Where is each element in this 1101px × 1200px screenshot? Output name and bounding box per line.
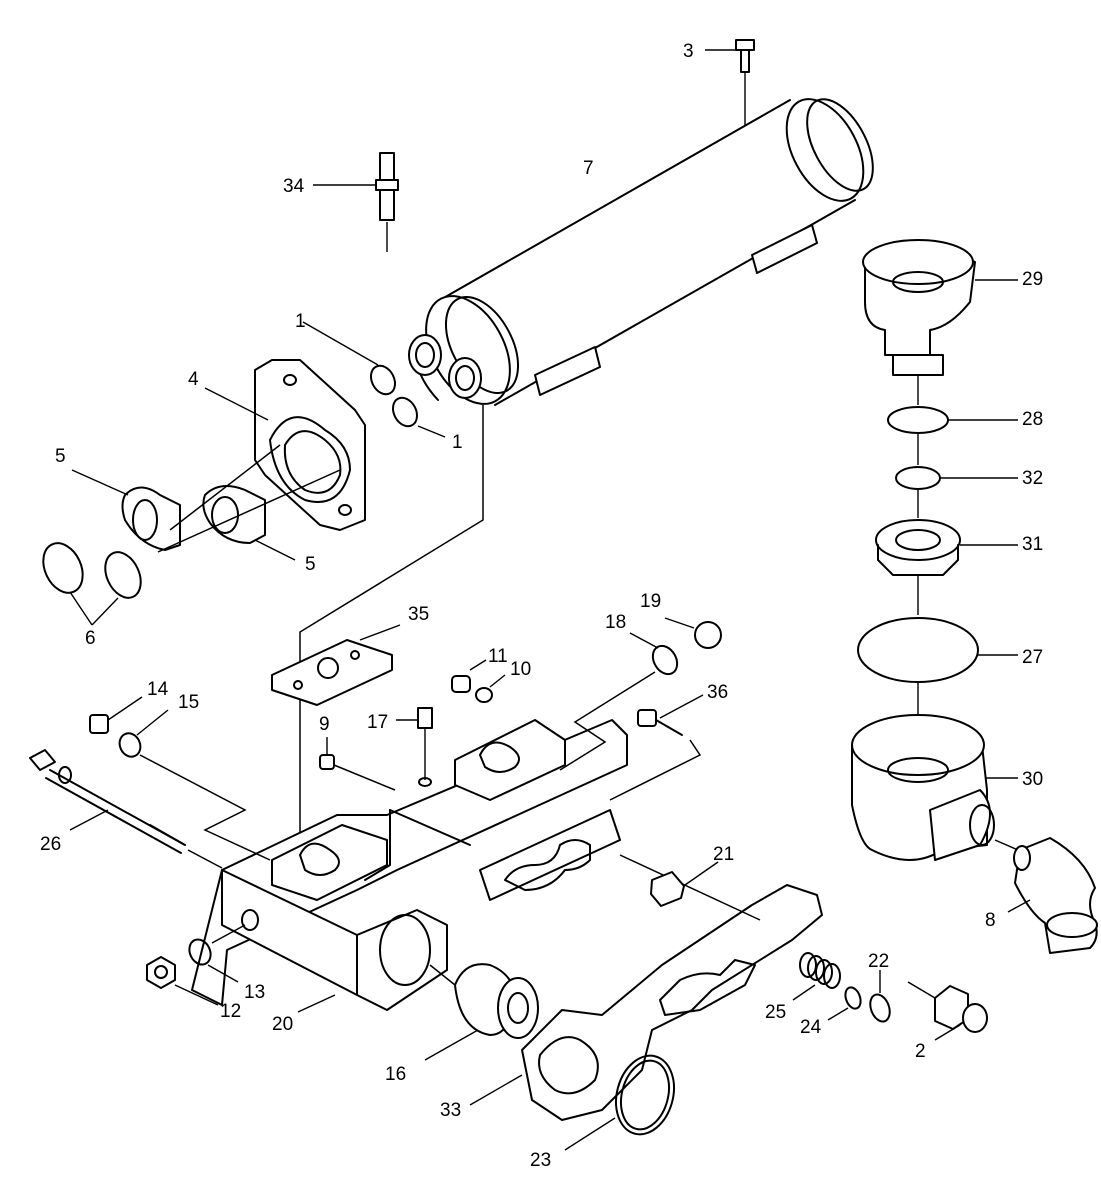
part-34-stud — [375, 152, 399, 221]
part-5-adapter-left — [121, 486, 181, 551]
callout-10: 10 — [510, 659, 531, 680]
callout-22: 22 — [868, 951, 889, 972]
callout-13: 13 — [244, 982, 265, 1003]
part-3-bolt — [735, 39, 755, 73]
part-4-flange — [254, 359, 366, 531]
part-25-spring — [799, 952, 841, 989]
callout-5-right: 5 — [305, 554, 316, 575]
part-31-nut — [875, 519, 961, 576]
callout-34: 34 — [283, 176, 305, 197]
callout-35: 35 — [408, 604, 429, 625]
part-36-bolt — [637, 709, 683, 736]
callout-2: 2 — [915, 1041, 926, 1062]
part-21-valve — [650, 871, 685, 907]
callout-12: 12 — [220, 1001, 241, 1022]
callout-36: 36 — [707, 682, 728, 703]
callout-26: 26 — [40, 834, 61, 855]
callout-8: 8 — [985, 910, 996, 931]
callout-30: 30 — [1022, 769, 1043, 790]
callout-25: 25 — [765, 1002, 786, 1023]
part-26-long-bolt — [29, 749, 186, 854]
callout-19: 19 — [640, 591, 661, 612]
callout-18: 18 — [605, 612, 626, 633]
part-10-washer — [475, 687, 493, 703]
part-5-adapter-right — [202, 485, 266, 544]
part-13-washer — [188, 938, 212, 966]
callout-1-lower: 1 — [452, 432, 463, 453]
part-27-o-ring — [857, 617, 979, 683]
callout-3: 3 — [683, 41, 694, 62]
callout-14: 14 — [147, 679, 169, 700]
callout-4: 4 — [188, 369, 199, 390]
callout-31: 31 — [1022, 534, 1043, 555]
callout-27: 27 — [1022, 647, 1043, 668]
part-22-snap-ring — [869, 993, 891, 1023]
callout-23: 23 — [530, 1150, 551, 1171]
callout-1-upper: 1 — [295, 311, 306, 332]
callout-7: 7 — [583, 158, 594, 179]
part-35-gasket-plate — [271, 639, 393, 706]
part-19-plug — [694, 621, 722, 649]
callout-15: 15 — [178, 692, 199, 713]
part-15-washer — [118, 732, 142, 758]
part-9-plug — [319, 754, 335, 770]
part-33-gasket — [521, 884, 823, 1121]
part-32-o-ring — [895, 466, 941, 490]
part-7-cooler-body — [408, 98, 874, 406]
part-29-cap — [862, 239, 976, 376]
callout-16: 16 — [385, 1064, 406, 1085]
callout-labels: 1 1 2 3 4 5 5 6 7 8 9 10 11 12 13 14 15 … — [40, 41, 1043, 1171]
part-16-thermostat — [454, 963, 539, 1039]
part-24-washer — [844, 986, 862, 1010]
part-6-o-ring-b — [104, 551, 142, 599]
part-8-elbow — [1013, 837, 1098, 954]
callout-9: 9 — [319, 714, 330, 735]
callout-28: 28 — [1022, 409, 1043, 430]
callout-24: 24 — [800, 1017, 822, 1038]
callout-29: 29 — [1022, 269, 1043, 290]
part-28-o-ring — [887, 406, 949, 434]
callout-5-left: 5 — [55, 446, 66, 467]
part-1-o-ring-upper — [370, 364, 396, 396]
callout-17: 17 — [367, 712, 388, 733]
part-6-o-ring-a — [42, 542, 84, 594]
part-20-manifold-block — [191, 719, 628, 1011]
callout-21: 21 — [713, 844, 734, 865]
callout-33: 33 — [440, 1100, 461, 1121]
part-1-o-ring-lower — [392, 396, 418, 428]
part-11-plug — [451, 675, 471, 693]
part-30-filter-housing — [851, 714, 995, 861]
part-14-plug — [89, 714, 109, 734]
part-12-plug — [146, 956, 176, 989]
part-2-plug — [934, 985, 988, 1033]
callout-20: 20 — [272, 1014, 293, 1035]
part-17-breather — [417, 707, 433, 787]
callout-32: 32 — [1022, 468, 1043, 489]
part-23-snap-ring — [615, 1054, 675, 1136]
callout-11: 11 — [488, 646, 508, 667]
callout-6: 6 — [85, 628, 96, 649]
